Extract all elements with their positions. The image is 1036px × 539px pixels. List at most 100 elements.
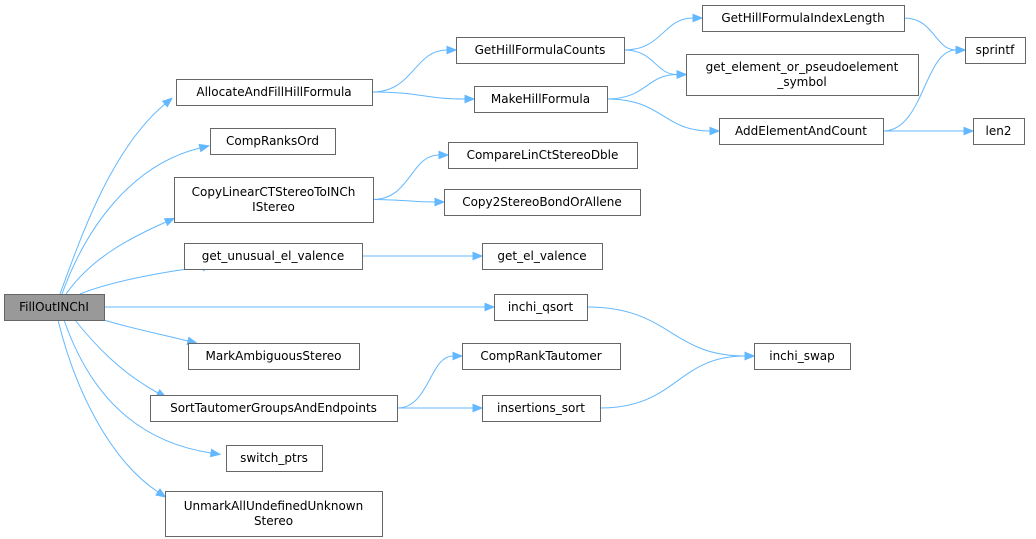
node-comparelin[interactable]: CompareLinCtStereoDble <box>448 142 638 169</box>
node-box[interactable] <box>965 37 1026 64</box>
edge-arrowhead <box>464 94 476 104</box>
node-box[interactable] <box>184 243 363 270</box>
node-switchptrs[interactable]: switch_ptrs <box>226 445 323 472</box>
node-box[interactable] <box>462 343 621 370</box>
edge-addelement-to-sprintf <box>882 49 957 132</box>
node-addelement[interactable]: AddElementAndCount <box>719 118 884 145</box>
node-inchiqsort[interactable]: inchi_qsort <box>494 294 588 321</box>
node-label: inchi_qsort <box>508 300 574 314</box>
edge-arrowhead <box>155 488 167 498</box>
node-label: switch_ptrs <box>240 451 308 465</box>
node-box[interactable] <box>494 294 588 321</box>
node-label: get_el_valence <box>497 249 586 263</box>
node-box[interactable] <box>456 37 625 64</box>
node-box[interactable] <box>444 189 641 216</box>
node-makehill[interactable]: MakeHillFormula <box>474 86 608 113</box>
node-box[interactable] <box>448 142 638 169</box>
node-box[interactable] <box>174 177 374 223</box>
edge-arrowhead <box>209 448 222 458</box>
node-label: FillOutINChI <box>19 300 89 314</box>
node-getelement[interactable]: get_element_or_pseudoelement_symbol <box>686 54 919 96</box>
node-label: GetHillFormulaCounts <box>475 43 606 57</box>
node-compranktaut[interactable]: CompRankTautomer <box>462 343 621 370</box>
edge-arrowhead <box>163 217 176 227</box>
edge-fillout-to-sorttaut <box>74 319 159 394</box>
node-gethillindex[interactable]: GetHillFormulaIndexLength <box>702 5 905 32</box>
edge-fillout-to-markamb <box>103 319 189 342</box>
node-box[interactable] <box>702 5 905 32</box>
node-box[interactable] <box>686 54 919 96</box>
node-label: MarkAmbiguousStereo <box>206 349 342 363</box>
node-box[interactable] <box>754 343 851 370</box>
node-label: len2 <box>986 124 1012 138</box>
edge-arrowhead <box>438 150 450 160</box>
node-box[interactable] <box>210 128 336 155</box>
edge-arrowhead <box>709 126 721 136</box>
node-box[interactable] <box>719 118 884 145</box>
edge-fillout-to-allocate <box>59 103 166 295</box>
node-label: CompareLinCtStereoDble <box>467 148 619 162</box>
node-label: CompRankTautomer <box>480 349 601 363</box>
node-label: AddElementAndCount <box>735 124 867 138</box>
edge-arrowhead <box>963 126 975 136</box>
node-label: IStereo <box>252 200 295 214</box>
edge-insertions-to-inchiswap <box>599 355 746 409</box>
edge-arrowhead <box>676 70 688 79</box>
node-markamb[interactable]: MarkAmbiguousStereo <box>188 343 360 370</box>
node-inchiswap[interactable]: inchi_swap <box>754 343 851 370</box>
edge-arrowhead <box>472 403 484 413</box>
node-insertions[interactable]: insertions_sort <box>482 395 601 422</box>
nodes-layer: FillOutINChI AllocateAndFillHillFormulaCo… <box>4 5 1026 537</box>
node-label: CopyLinearCTStereoToINCh <box>192 185 356 199</box>
edge-arrowhead <box>446 45 458 55</box>
edge-arrowhead <box>198 143 211 153</box>
edge-copylinear-to-copy2stereo <box>372 199 436 203</box>
edge-arrowhead <box>484 302 496 312</box>
node-len2[interactable]: len2 <box>973 118 1025 145</box>
node-box[interactable] <box>188 343 360 370</box>
edge-fillout-to-copylinear <box>65 221 167 295</box>
node-allocate[interactable]: AllocateAndFillHillFormula <box>176 79 373 106</box>
node-label: Stereo <box>254 514 293 528</box>
node-box[interactable] <box>482 395 601 422</box>
node-fillout[interactable]: FillOutINChI <box>4 294 105 321</box>
edge-sorttaut-to-compranktaut <box>396 355 454 409</box>
edge-arrowhead <box>955 45 967 55</box>
node-box[interactable] <box>226 445 323 472</box>
node-box[interactable] <box>165 491 383 537</box>
edge-arrowhead <box>472 251 484 261</box>
node-label: inchi_swap <box>769 349 835 363</box>
node-box[interactable] <box>474 86 608 113</box>
node-gethillcounts[interactable]: GetHillFormulaCounts <box>456 37 625 64</box>
edge-gethillcounts-to-getelement <box>623 49 678 75</box>
edge-gethillcounts-to-gethillindex <box>623 17 694 51</box>
node-getunusual[interactable]: get_unusual_el_valence <box>184 243 363 270</box>
edge-makehill-to-getelement <box>606 74 678 100</box>
edge-arrowhead <box>692 13 704 23</box>
edge-fillout-to-compranksord <box>61 147 201 295</box>
edge-allocate-to-makehill <box>371 91 466 100</box>
node-label: sprintf <box>976 43 1015 57</box>
node-box[interactable] <box>176 79 373 106</box>
edge-arrowhead <box>744 351 756 361</box>
node-copy2stereo[interactable]: Copy2StereoBondOrAllene <box>444 189 641 216</box>
edge-fillout-to-switchptrs <box>63 319 212 454</box>
node-box[interactable] <box>482 243 603 270</box>
node-getelval[interactable]: get_el_valence <box>482 243 603 270</box>
node-sprintf[interactable]: sprintf <box>965 37 1026 64</box>
edge-fillout-to-getunusual <box>79 266 204 295</box>
node-sorttaut[interactable]: SortTautomerGroupsAndEndpoints <box>150 395 398 422</box>
edge-arrowhead <box>161 97 173 108</box>
node-box[interactable] <box>973 118 1025 145</box>
edge-makehill-to-addelement <box>606 98 711 132</box>
node-box[interactable] <box>4 294 105 321</box>
node-label: UnmarkAllUndefinedUnknown <box>184 499 363 513</box>
node-label: SortTautomerGroupsAndEndpoints <box>170 401 377 415</box>
node-compranksord[interactable]: CompRanksOrd <box>210 128 336 155</box>
node-label: insertions_sort <box>497 401 585 415</box>
node-box[interactable] <box>150 395 398 422</box>
node-label: Copy2StereoBondOrAllene <box>462 195 622 209</box>
